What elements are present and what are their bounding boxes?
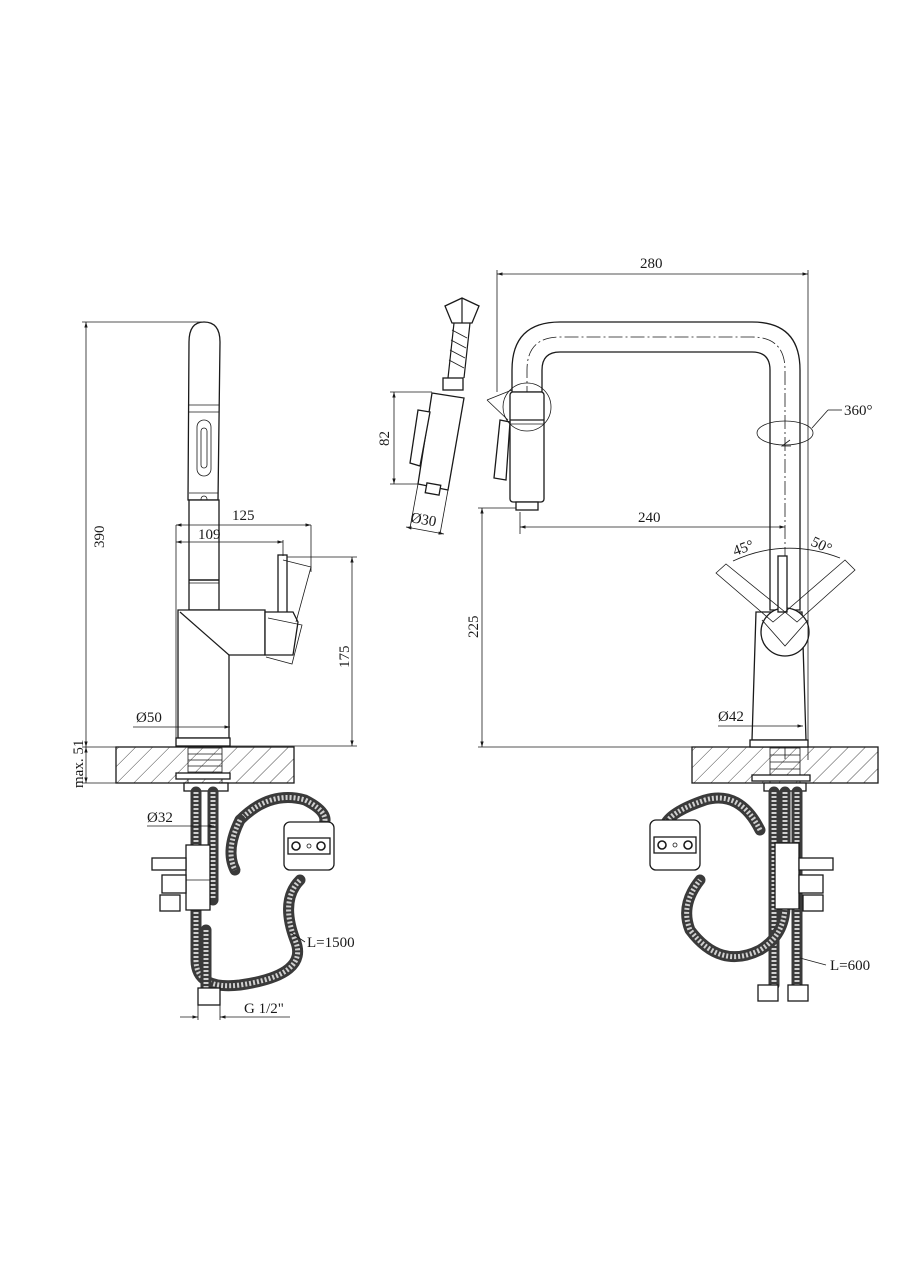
lever-handle-side [277, 554, 288, 618]
side-view-dimensions: 390 max. 51 125 109 175 Ø50 Ø32 L=1500 G… [71, 321, 357, 1020]
dim-spray-head-length: 82 [377, 431, 393, 446]
dim-lever-angle-right: 50° [808, 534, 834, 557]
dim-thread: G 1/2" [244, 1001, 284, 1017]
dim-hose-length-supply: L=600 [830, 958, 870, 974]
dim-hose-length-pullout: L=1500 [307, 935, 355, 951]
dim-lever-height: 175 [337, 646, 353, 669]
front-view [486, 321, 879, 1002]
dim-body-reach: 109 [198, 527, 221, 543]
valve-right [774, 842, 800, 910]
spray-head-front [509, 391, 545, 503]
dim-lever-reach: 125 [232, 508, 255, 524]
dim-spout-width: 280 [640, 256, 663, 272]
hose-nut-right-2 [787, 984, 809, 1002]
lever-handle-front [777, 555, 788, 613]
spray-head-dimensions: 82 Ø30 [377, 391, 449, 535]
dim-lever-angle-left: 45° [731, 538, 756, 560]
dim-max-thickness: max. 51 [71, 740, 87, 788]
dim-base-diameter-left: Ø50 [136, 710, 162, 726]
side-view [115, 321, 335, 1006]
front-view-dimensions: 280 240 225 Ø42 360° 45° 50° L=600 [466, 256, 873, 974]
faucet-column [188, 499, 220, 611]
spray-head-detail [409, 297, 480, 496]
lever-pivot [760, 607, 810, 657]
valve-left [185, 844, 211, 911]
spout-arch [511, 321, 801, 611]
dim-base-diameter-right: Ø42 [718, 709, 744, 725]
dim-spout-reach: 240 [638, 510, 661, 526]
dim-spout-clearance: 225 [466, 616, 482, 639]
hose-nut-left [197, 987, 221, 1006]
spray-button-side [196, 419, 212, 477]
dim-total-height: 390 [92, 526, 108, 549]
faucet-body-side [177, 609, 266, 739]
hose-nut-right-1 [757, 984, 779, 1002]
dim-rotation: 360° [844, 403, 873, 419]
dim-hose-nut-diameter: Ø32 [147, 810, 173, 826]
spout-head-side [187, 321, 221, 501]
dim-spray-head-diameter: Ø30 [409, 510, 437, 530]
